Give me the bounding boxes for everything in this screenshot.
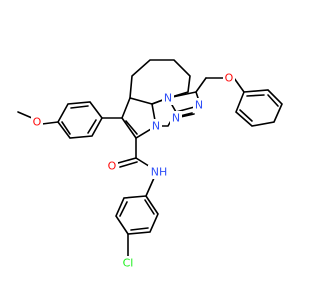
- atom-n-bridge-label: N: [164, 92, 172, 105]
- atom-o-carbonyl-label: O: [108, 160, 117, 173]
- atom-n-pyrrole: N: [150, 119, 162, 133]
- chlorophenyl-double-3: [144, 199, 155, 215]
- azepine-ring: [129, 59, 191, 105]
- methoxyphenyl-double-1: [70, 105, 89, 109]
- chlorophenyl-double-1: [119, 201, 128, 217]
- chlorophenyl-double-2: [130, 227, 149, 231]
- atom-o-methoxy-label: O: [33, 116, 42, 129]
- pyrrole-double: [125, 120, 138, 135]
- chemical-structure-diagram: O O N N N N O NH: [17, 59, 283, 270]
- bond-o-phenyl: [233, 77, 245, 93]
- methoxyphenyl-double-2: [87, 119, 97, 134]
- atom-n-triazole-right-label: N: [195, 99, 203, 112]
- atom-n-triazole-lower-label: N: [172, 112, 180, 125]
- atom-o-phenoxy: O: [223, 71, 235, 85]
- phenoxy-ring: [235, 89, 283, 127]
- atom-o-methoxy: O: [31, 115, 43, 129]
- bond-nh-aryl: [145, 177, 155, 197]
- phenoxy-double-1: [239, 109, 253, 122]
- atom-n-pyrrole-label: N: [152, 120, 160, 133]
- bond-methyl-o: [17, 111, 33, 119]
- bond-carbonyl-o-2: [119, 161, 138, 168]
- atom-nh-amide: NH: [148, 165, 170, 179]
- phenoxy-double-3: [246, 94, 265, 97]
- atom-o-phenoxy-label: O: [225, 72, 234, 85]
- pyrrole-ring: [121, 97, 157, 140]
- atom-n-triazole-right: N: [193, 98, 205, 112]
- atom-cl-label: Cl: [123, 257, 134, 270]
- atom-n-triazole-lower: N: [170, 111, 182, 125]
- bond-carbonyl-o-1: [117, 157, 137, 164]
- atom-nh-amide-label: NH: [151, 166, 168, 179]
- atom-n-bridge: N: [162, 91, 174, 105]
- methoxyphenyl-double-3: [61, 121, 71, 135]
- bond-ring-ch2: [195, 77, 207, 93]
- phenoxy-double-2: [267, 94, 279, 107]
- bond-o-aryl: [41, 121, 59, 125]
- atom-label-layer: O O N N N N O NH: [31, 71, 235, 270]
- bond-layer: [17, 59, 283, 257]
- chlorophenyl-ring: [115, 195, 159, 235]
- atom-cl: Cl: [120, 256, 137, 270]
- atom-o-carbonyl: O: [106, 159, 118, 173]
